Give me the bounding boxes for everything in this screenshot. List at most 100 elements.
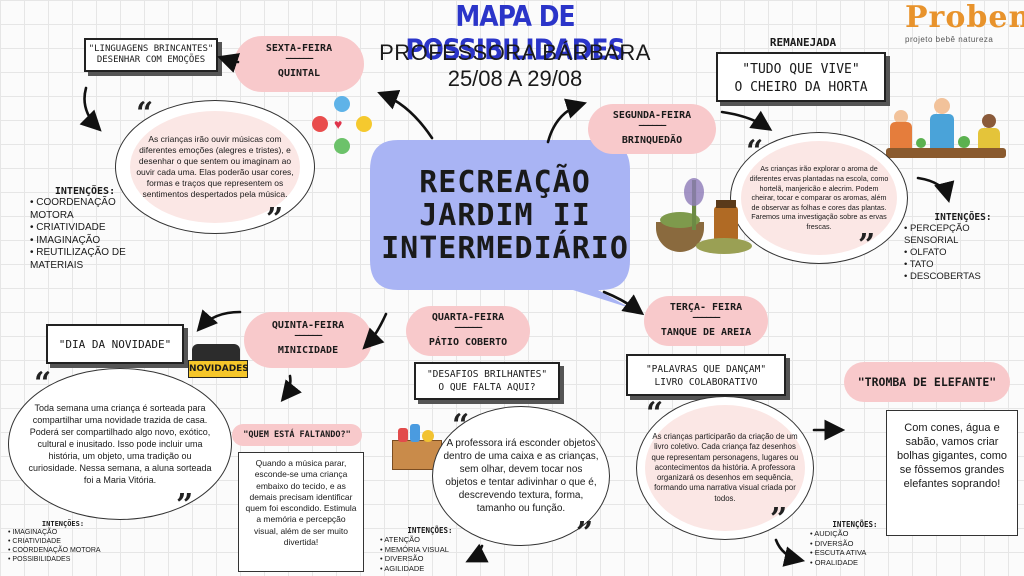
emotion-faces-icon: ♥	[312, 96, 372, 156]
thursday-extra-box: Quando a música parar, esconde-se uma cr…	[238, 452, 364, 572]
monday-intention: TATO	[904, 259, 1022, 271]
wednesday-activity-line-1: "DESAFIOS BRILHANTES"	[426, 369, 548, 380]
tuesday-activity-line-1: "PALAVRAS QUE DANÇAM"	[645, 364, 767, 375]
friday-activity-label: "LINGUAGENS BRINCANTES" DESENHAR COM EMO…	[84, 38, 218, 72]
tuesday-extra-title: "TROMBA DE ELEFANTE"	[844, 362, 1010, 402]
friday-day-pill: SEXTA-FEIRA —————— QUINTAL	[234, 36, 364, 92]
friday-intentions: INTENÇÕES: COORDENAÇÃO MOTORA CRIATIVIDA…	[30, 186, 150, 272]
monday-activity-line-2: O CHEIRO DA HORTA	[734, 80, 868, 95]
friday-intentions-list: COORDENAÇÃO MOTORA CRIATIVIDADE IMAGINAÇ…	[30, 197, 150, 272]
friday-day: SEXTA-FEIRA	[265, 43, 333, 54]
monday-day: SEGUNDA-FEIRA	[612, 110, 692, 121]
thursday-day-pill: QUINTA-FEIRA —————— MINICIDADE	[244, 312, 372, 368]
thursday-intentions: INTENÇÕES: IMAGINAÇÃO CRIATIVIDADE COORD…	[8, 520, 138, 564]
thursday-intention: IMAGINAÇÃO	[8, 528, 138, 537]
thursday-extra-text: Quando a música parar, esconde-se uma cr…	[245, 458, 357, 548]
week-dates: 25/08 A 29/08	[447, 66, 583, 91]
thursday-intention: POSSIBILIDADES	[8, 555, 138, 564]
arrow-monday-to-intentions	[916, 176, 955, 204]
thursday-intention: CRIATIVIDADE	[8, 537, 138, 546]
tuesday-description-oval: As crianças participarão da criação de u…	[636, 396, 814, 540]
center-line-1: RECREAÇÃO	[419, 165, 591, 200]
monday-activity-label: "TUDO QUE VIVE" O CHEIRO DA HORTA	[716, 52, 886, 102]
friday-intention: IMAGINAÇÃO	[30, 235, 150, 248]
wednesday-intention: ATENÇÃO	[380, 535, 480, 545]
thursday-activity-label: "DIA DA NOVIDADE"	[46, 324, 184, 364]
thursday-close-quote-icon: ”	[176, 488, 194, 523]
center-line-2: JARDIM II	[419, 198, 591, 233]
thursday-place: MINICIDADE	[277, 345, 339, 356]
arrow-center-to-thursday	[362, 312, 388, 350]
tuesday-open-quote-icon: “	[646, 396, 664, 431]
center-speech-bubble	[370, 140, 630, 308]
thursday-intentions-title: INTENÇÕES:	[41, 520, 85, 528]
tuesday-intentions-list: AUDIÇÃO DIVERSÃO ESCUTA ATIVA ORALIDADE	[810, 529, 900, 567]
arrow-wednesday-to-intentions	[465, 543, 489, 563]
monday-dashes: ——————	[638, 121, 667, 131]
wednesday-intention: MEMÓRIA VISUAL	[380, 545, 480, 555]
arrow-thursday-to-extra	[280, 374, 302, 403]
tuesday-intention: AUDIÇÃO	[810, 529, 900, 539]
teacher-name: PROFESSORA BÁRBARA	[379, 40, 651, 65]
arrow-thursday-to-activity	[196, 309, 242, 332]
friday-description: As crianças irão ouvir músicas com difer…	[136, 134, 294, 199]
herbs-illustration	[656, 176, 752, 258]
friday-intention: COORDENAÇÃO MOTORA	[30, 197, 150, 222]
friday-open-quote-icon: “	[136, 96, 154, 131]
tuesday-day: TERÇA- FEIRA	[669, 302, 743, 313]
monday-close-quote-icon: ”	[858, 228, 876, 263]
tuesday-description: As crianças participarão da criação de u…	[651, 431, 799, 503]
thursday-description: Toda semana uma criança é sorteada para …	[28, 403, 212, 485]
center-line-3: INTERMEDIÁRIO	[381, 231, 629, 266]
friday-close-quote-icon: ”	[266, 202, 284, 237]
arrow-center-to-monday	[546, 98, 587, 144]
friday-intention: CRIATIVIDADE	[30, 222, 150, 235]
logo-wordmark: Proben	[905, 0, 1024, 35]
thursday-extra-title: "QUEM ESTÁ FALTANDO?"	[232, 424, 362, 446]
wednesday-intention: DIVERSÃO	[380, 554, 480, 564]
monday-intention: DESCOBERTAS	[904, 271, 1022, 283]
wednesday-day-pill: QUARTA-FEIRA —————— PÁTIO COBERTO	[406, 306, 530, 356]
monday-place: BRINQUEDÃO	[621, 135, 683, 146]
thursday-day: QUINTA-FEIRA	[271, 320, 345, 331]
wednesday-close-quote-icon: ”	[576, 516, 594, 551]
wednesday-activity-line-2: O QUE FALTA AQUI?	[438, 382, 536, 393]
tuesday-extra-box: Com cones, água e sabão, vamos criar bol…	[886, 410, 1018, 536]
friday-place: QUINTAL	[277, 68, 321, 79]
arrow-friday-to-activity	[217, 53, 241, 73]
monday-description: As crianças irão explorar o aroma de dif…	[749, 164, 889, 231]
thursday-intention: COORDENAÇÃO MOTORA	[8, 546, 138, 555]
arrow-center-to-friday	[377, 90, 434, 140]
monday-intentions-list: PERCEPÇÃO SENSORIAL OLFATO TATO DESCOBER…	[904, 223, 1022, 283]
wednesday-intention: AGILIDADE	[380, 564, 480, 574]
monday-intentions-title: INTENÇÕES:	[934, 212, 992, 223]
tuesday-dashes: ——————	[692, 313, 721, 323]
wednesday-dashes: ——————	[454, 323, 483, 333]
tuesday-activity-line-2: LIVRO COLABORATIVO	[654, 377, 758, 388]
map-title: MAPA DE POSSIBILIDADES	[405, 0, 625, 67]
tuesday-place: TANQUE DE AREIA	[660, 327, 752, 338]
wednesday-intentions-list: ATENÇÃO MEMÓRIA VISUAL DIVERSÃO AGILIDAD…	[380, 535, 480, 573]
wednesday-description: A professora irá esconder objetos dentro…	[443, 438, 599, 514]
wednesday-activity-label: "DESAFIOS BRILHANTES" O QUE FALTA AQUI?	[414, 362, 560, 400]
friday-dashes: ——————	[285, 54, 314, 64]
monday-description-oval: As crianças irão explorar o aroma de dif…	[730, 132, 908, 264]
monday-day-pill: SEGUNDA-FEIRA —————— BRINQUEDÃO	[588, 104, 716, 154]
tuesday-day-pill: TERÇA- FEIRA —————— TANQUE DE AREIA	[644, 296, 768, 346]
monday-intention: OLFATO	[904, 247, 1022, 259]
wednesday-day: QUARTA-FEIRA	[431, 312, 505, 323]
friday-description-oval: As crianças irão ouvir músicas com difer…	[115, 100, 315, 234]
arrow-tuesday-to-intentions	[774, 538, 806, 567]
friday-intention: REUTILIZAÇÃO DE MATERIAIS	[30, 247, 150, 272]
friday-intentions-title: INTENÇÕES:	[54, 186, 116, 197]
monday-open-quote-icon: “	[746, 134, 764, 169]
tuesday-close-quote-icon: ”	[770, 502, 788, 537]
wednesday-place: PÁTIO COBERTO	[428, 337, 508, 348]
tuesday-intention: ORALIDADE	[810, 558, 900, 568]
thursday-dashes: ——————	[294, 331, 323, 341]
monday-activity-line-1: "TUDO QUE VIVE"	[742, 62, 860, 77]
tuesday-activity-label: "PALAVRAS QUE DANÇAM" LIVRO COLABORATIVO	[626, 354, 786, 396]
tuesday-intention: ESCUTA ATIVA	[810, 548, 900, 558]
thursday-description-oval: Toda semana uma criança é sorteada para …	[8, 368, 232, 520]
